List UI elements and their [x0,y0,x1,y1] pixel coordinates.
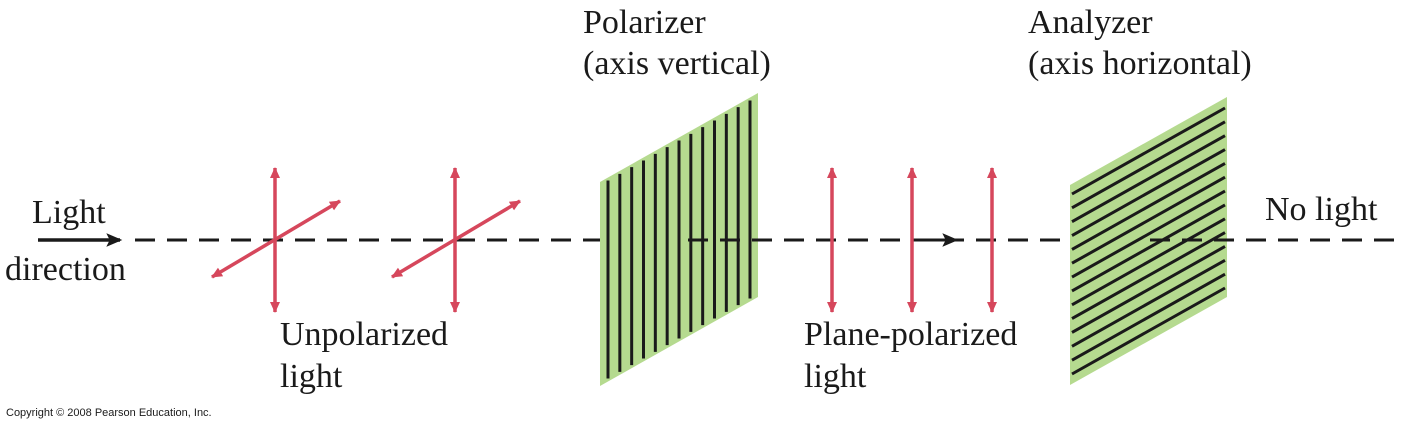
analyzer-slit-line [1071,272,1226,362]
analyzer-slit-line [1071,134,1226,223]
analyzer-slits [1071,106,1226,376]
plane-polarized-label: Plane-polarized light [804,316,1026,395]
analyzer-slit-line [1071,189,1226,279]
analyzer-slit-line [1071,231,1226,320]
polarizer-slits [606,100,752,379]
analyzer-slit-line [1071,217,1226,307]
diagonal-vector-arrow-icon [391,199,521,279]
unpolarized-wave-1 [211,167,341,313]
analyzer-slit-line [1071,203,1226,293]
analyzer-filter [1070,97,1227,385]
analyzer-slit-line [1071,148,1226,237]
analyzer-slit-line [1071,106,1226,196]
unpolarized-label: Unpolarized light [280,316,457,395]
analyzer-slit-line [1071,245,1226,334]
polarizer-filter [600,93,758,386]
analyzer-slit-line [1071,175,1226,265]
unpolarized-wave-2 [391,167,521,313]
diagonal-vector-arrow-icon [211,199,341,279]
analyzer-slit-line [1071,259,1226,348]
copyright-text: Copyright © 2008 Pearson Education, Inc. [6,407,212,419]
no-light-label: No light [1265,191,1378,228]
analyzer-slit-line [1071,120,1226,210]
analyzer-panel [1070,97,1227,385]
analyzer-label: Analyzer (axis horizontal) [1028,4,1252,82]
light-direction-label: Light direction [5,194,126,288]
polarizer-label: Polarizer (axis vertical) [583,4,771,82]
analyzer-slit-line [1071,162,1226,251]
plane-polarized-waves [827,167,997,313]
analyzer-slit-line [1071,286,1226,376]
